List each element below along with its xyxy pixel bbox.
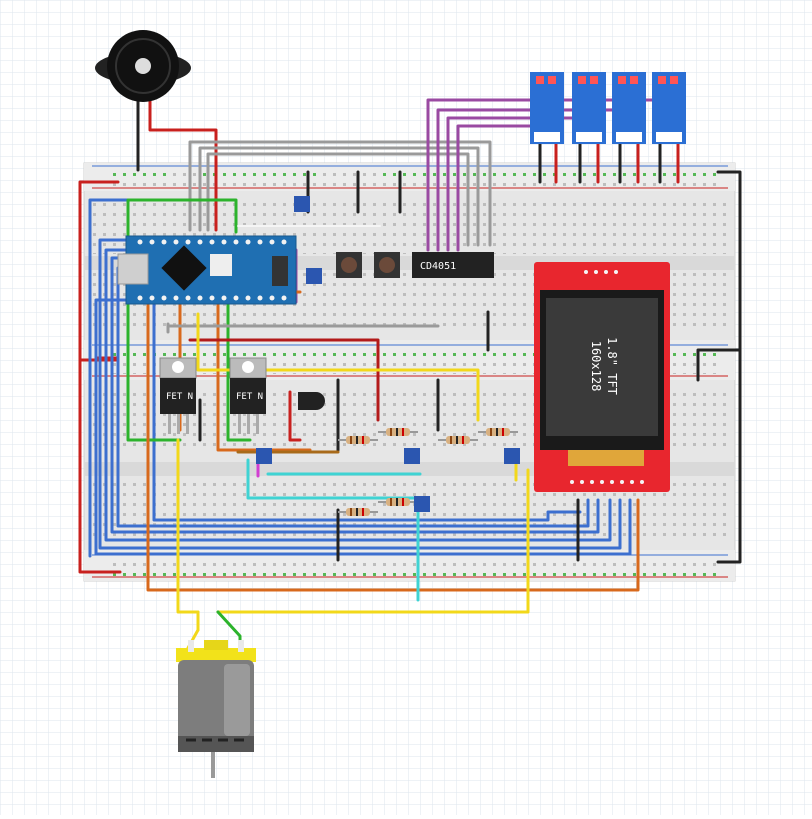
fet-transistor-2: FET N (229, 357, 267, 434)
resistors (338, 428, 518, 516)
tft-label-line1: 1.8" TFT (605, 337, 619, 395)
dc-motor (176, 640, 256, 778)
push-buttons (336, 252, 400, 278)
tft-display: 1.8" TFT 160x128 (534, 262, 670, 492)
trimmers (256, 196, 520, 512)
small-transistor (298, 392, 325, 410)
arduino-nano (117, 235, 297, 305)
tft-label-line2: 160x128 (589, 341, 603, 392)
fet1-label: FET N (166, 392, 193, 402)
fet-transistor-1: FET N (159, 357, 197, 434)
sensor-modules (530, 72, 686, 144)
ic-label: CD4051 (420, 261, 456, 272)
cd4051-ic: CD4051 (412, 252, 494, 278)
buzzer (95, 30, 191, 102)
fet2-label: FET N (236, 392, 263, 402)
